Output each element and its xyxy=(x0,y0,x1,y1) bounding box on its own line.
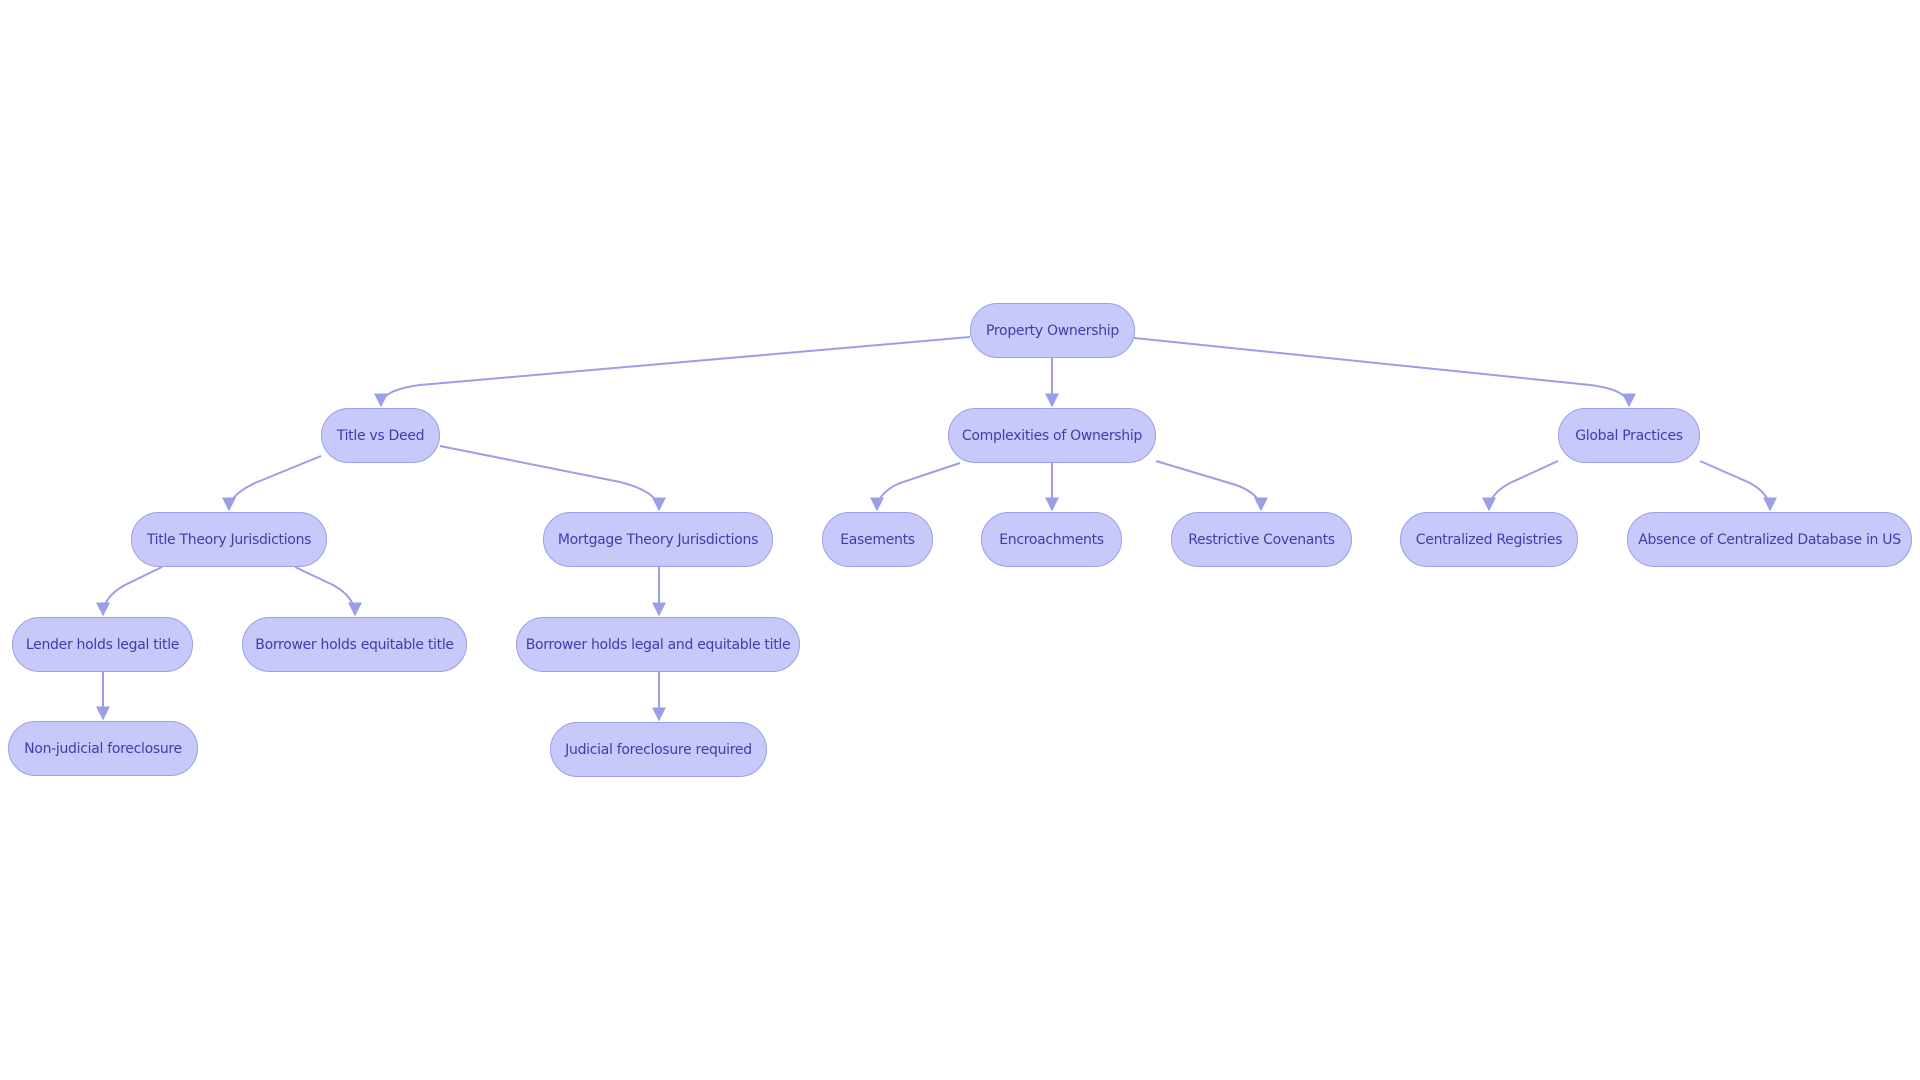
node-title-theory-jurisdictions[interactable]: Title Theory Jurisdictions xyxy=(131,512,327,567)
node-mortgage-theory-jurisdictions[interactable]: Mortgage Theory Jurisdictions xyxy=(543,512,773,567)
node-encroachments[interactable]: Encroachments xyxy=(981,512,1122,567)
edge-titletheory-lender xyxy=(96,566,163,617)
edge-complexities-easements xyxy=(870,462,961,512)
node-borrower-holds-legal-and-equitable-title[interactable]: Borrower holds legal and equitable title xyxy=(516,617,800,672)
edge-titletheory-borrower xyxy=(294,566,362,617)
edge-root-title-vs-deed xyxy=(374,336,971,408)
edge-global-registries xyxy=(1482,460,1559,512)
edge-titledeed-mortgagetheory xyxy=(439,445,666,512)
node-borrower-holds-equitable-title[interactable]: Borrower holds equitable title xyxy=(242,617,467,672)
node-complexities-of-ownership[interactable]: Complexities of Ownership xyxy=(948,408,1156,463)
node-easements[interactable]: Easements xyxy=(822,512,933,567)
edge-complexities-covenants xyxy=(1155,460,1268,512)
node-property-ownership[interactable]: Property Ownership xyxy=(970,303,1135,358)
node-judicial-foreclosure-required[interactable]: Judicial foreclosure required xyxy=(550,722,767,777)
node-lender-holds-legal-title[interactable]: Lender holds legal title xyxy=(12,617,193,672)
node-title-vs-deed[interactable]: Title vs Deed xyxy=(321,408,440,463)
edge-titledeed-titletheory xyxy=(222,455,322,512)
node-global-practices[interactable]: Global Practices xyxy=(1558,408,1700,463)
edge-root-global xyxy=(1133,337,1636,408)
node-non-judicial-foreclosure[interactable]: Non-judicial foreclosure xyxy=(8,721,198,776)
node-restrictive-covenants[interactable]: Restrictive Covenants xyxy=(1171,512,1352,567)
node-centralized-registries[interactable]: Centralized Registries xyxy=(1400,512,1578,567)
edge-global-absence xyxy=(1699,460,1777,512)
node-absence-of-centralized-database[interactable]: Absence of Centralized Database in US xyxy=(1627,512,1912,567)
